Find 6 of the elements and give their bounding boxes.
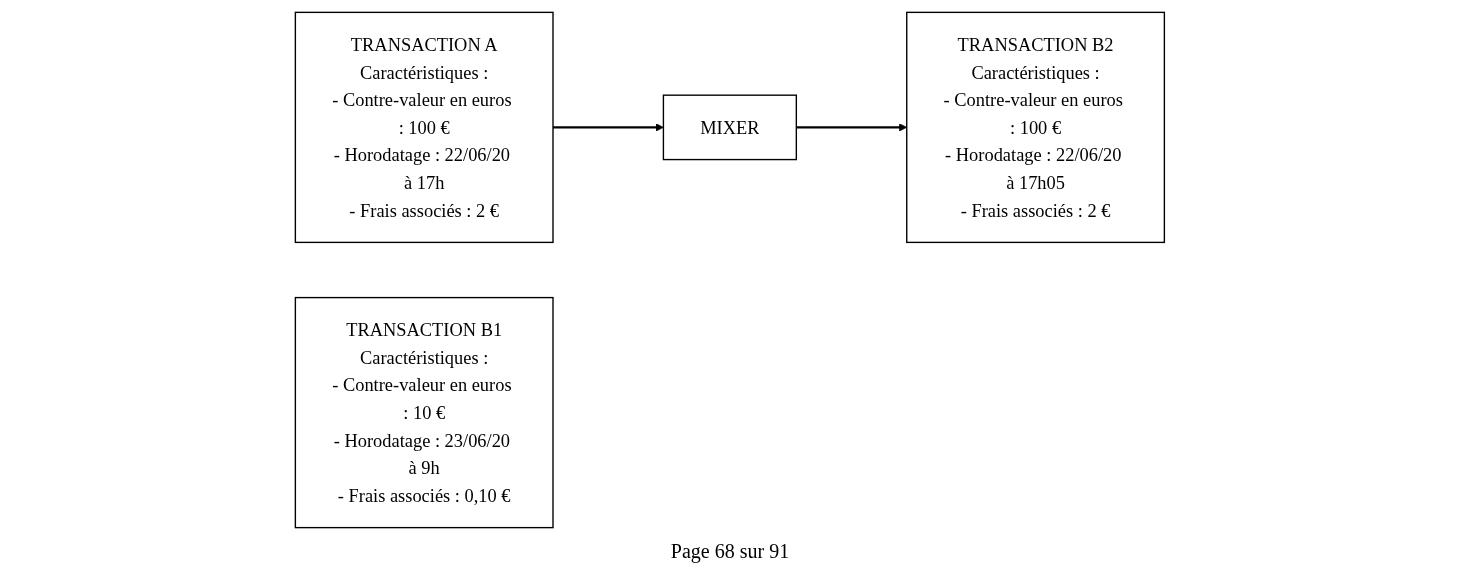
node-box: MIXER	[662, 94, 798, 161]
node-box: TRANSACTION A Caractéristiques : - Contre-valeur en euros : 100 € - Horodatage : 22/06/20 à 17h - Frais associés : 2 €	[294, 11, 554, 244]
arrow	[553, 123, 664, 132]
page-number: Page 68 sur 91	[669, 540, 791, 563]
node-box: TRANSACTION B2 Caractéristiques : - Contre-valeur en euros : 100 € - Horodatage : 22/06/20 à 17h05 - Frais associés : 2 €	[906, 11, 1166, 244]
node-box: TRANSACTION B1 Caractéristiques : - Contre-valeur en euros : 10 € - Horodatage : 23/06/20 à 9h - Frais associés : 0,10 €	[294, 296, 554, 529]
